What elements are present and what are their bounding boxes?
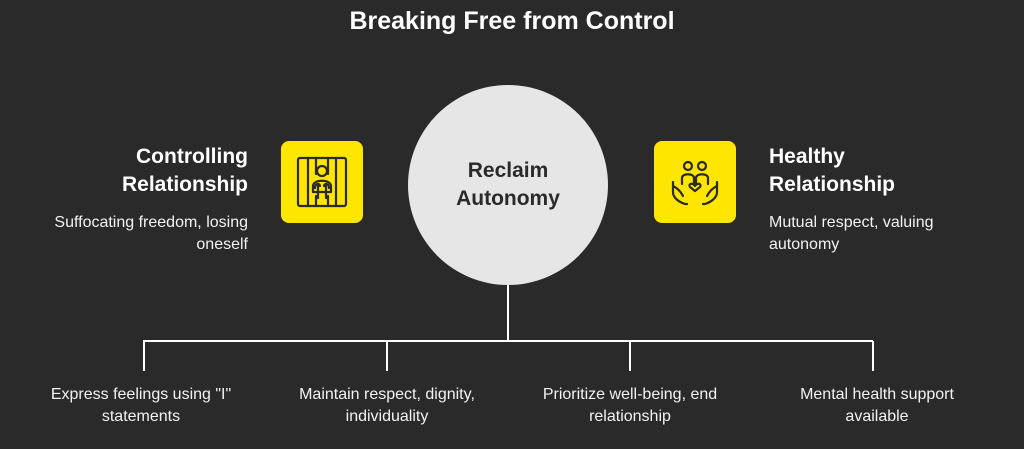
- left-title: Controlling Relationship: [121, 145, 248, 196]
- right-description: Mutual respect, valuing autonomy: [769, 214, 934, 253]
- diagram-title: Breaking Free from Control: [349, 7, 675, 35]
- caring-hands-family-icon: [654, 141, 736, 223]
- left-description: Suffocating freedom, losing oneself: [54, 214, 248, 253]
- center-node: Reclaim Autonomy: [408, 85, 608, 285]
- jail-bars-person-icon: [281, 141, 363, 223]
- center-label: Reclaim Autonomy: [456, 159, 560, 210]
- branch-label: Mental health support available: [800, 386, 954, 425]
- branch-label: Maintain respect, dignity, individuality: [299, 386, 475, 425]
- branch-label: Express feelings using "I" statements: [50, 386, 232, 425]
- branch-label: Prioritize well-being, end relationship: [542, 386, 718, 425]
- right-title: Healthy Relationship: [769, 145, 896, 196]
